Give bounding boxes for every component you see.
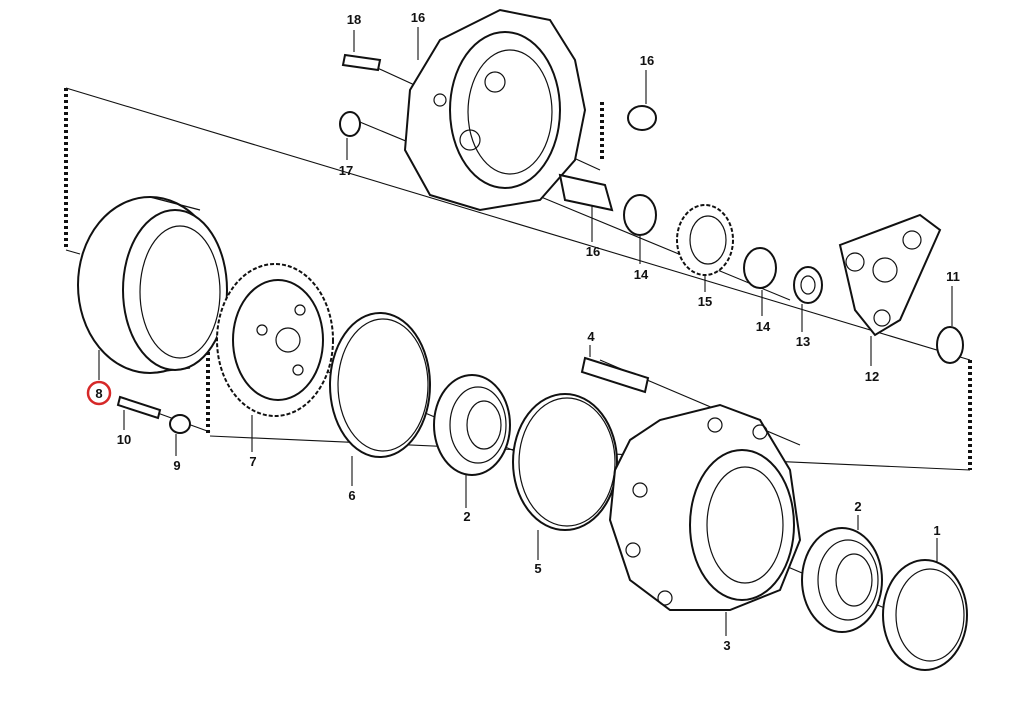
label-part-9[interactable]: 9 [173, 458, 180, 473]
label-part-11[interactable]: 11 [946, 269, 960, 284]
label-part-16-pin[interactable]: 16 [586, 244, 600, 259]
plug-part-9[interactable] [169, 414, 191, 434]
label-part-4[interactable]: 4 [587, 329, 595, 344]
hub-part-3[interactable] [608, 403, 802, 611]
label-part-10[interactable]: 10 [117, 432, 131, 447]
label-part-6[interactable]: 6 [348, 488, 355, 503]
label-part-2-left[interactable]: 2 [463, 509, 470, 524]
screw-part-18[interactable] [341, 53, 382, 72]
label-part-3[interactable]: 3 [723, 638, 730, 653]
label-part-8[interactable]: 8 [95, 386, 102, 401]
o-ring-part-5[interactable] [512, 393, 618, 531]
ring-gear-part-8[interactable] [77, 196, 228, 374]
label-part-16-top[interactable]: 16 [411, 10, 425, 25]
plug-part-16-right[interactable] [627, 105, 657, 131]
cover-flange-part-16[interactable] [403, 8, 587, 212]
circlip-part-11[interactable] [936, 326, 964, 364]
planet-gear-part-14-left[interactable] [623, 194, 657, 236]
sun-gear-part-15[interactable] [676, 204, 734, 276]
snap-ring-part-6[interactable] [329, 312, 431, 458]
highlight-circle-part-8 [86, 380, 112, 406]
part-labels: 18 16 16 17 16 14 15 14 13 12 11 8 10 9 … [95, 10, 959, 653]
label-part-5[interactable]: 5 [534, 561, 541, 576]
label-part-17[interactable]: 17 [339, 163, 353, 178]
bearing-part-2-right[interactable] [801, 527, 883, 633]
thrust-plate-part-12[interactable] [838, 213, 942, 337]
label-part-2-right[interactable]: 2 [854, 499, 861, 514]
label-part-1[interactable]: 1 [933, 523, 940, 538]
stud-part-4[interactable] [580, 356, 650, 394]
label-part-13[interactable]: 13 [796, 334, 810, 349]
planet-gear-part-14-right[interactable] [743, 247, 777, 289]
plug-part-17[interactable] [339, 111, 361, 137]
washer-part-13[interactable] [793, 266, 823, 304]
bearing-part-2-left[interactable] [433, 374, 511, 476]
planet-carrier-gear-part-7[interactable] [216, 263, 334, 417]
label-part-18[interactable]: 18 [347, 12, 361, 27]
label-part-14-right[interactable]: 14 [756, 319, 771, 334]
pin-part-16[interactable] [558, 173, 614, 212]
seal-part-1[interactable] [882, 559, 968, 671]
label-part-12[interactable]: 12 [865, 369, 879, 384]
label-part-14-left[interactable]: 14 [634, 267, 649, 282]
bolt-part-10[interactable] [116, 395, 162, 420]
label-part-15[interactable]: 15 [698, 294, 712, 309]
label-part-7[interactable]: 7 [249, 454, 256, 469]
leader-lines [98, 27, 953, 636]
label-part-16-right[interactable]: 16 [640, 53, 654, 68]
